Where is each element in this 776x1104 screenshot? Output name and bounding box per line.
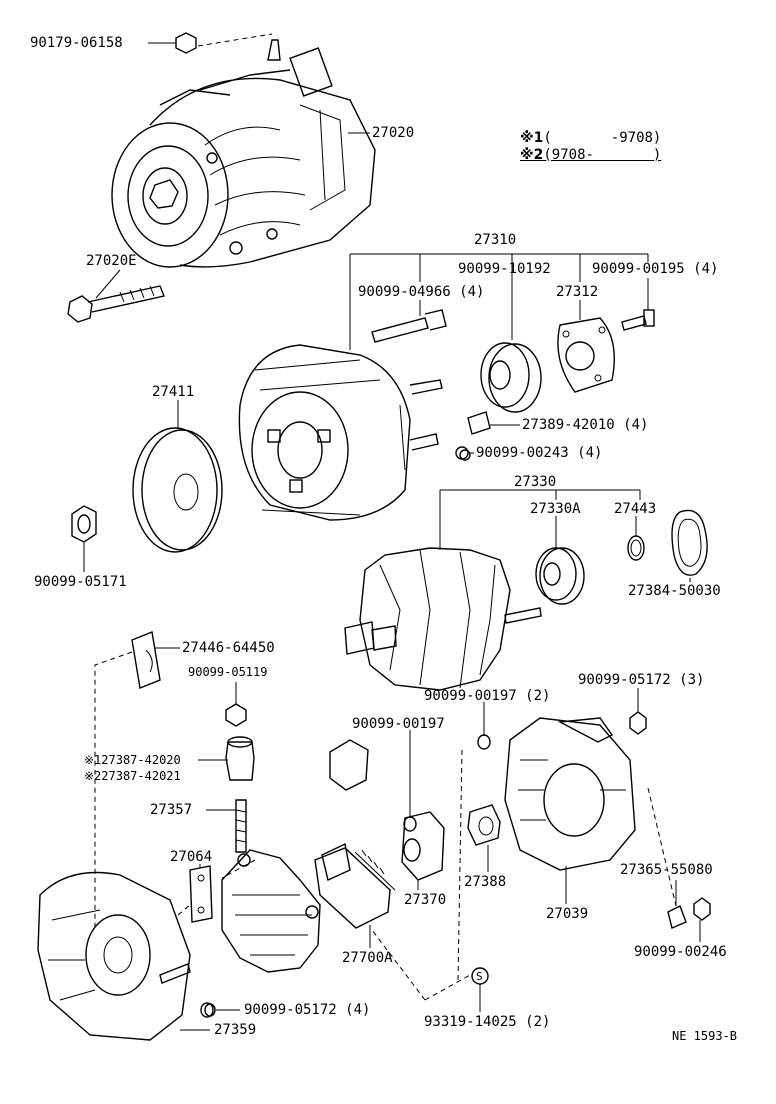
label-90099-05172-3: 90099-05172 (3)	[578, 672, 705, 688]
nut-90099-05119	[225, 703, 247, 727]
leader-lines	[83, 42, 701, 1031]
legend-range-1: ( -9708)	[543, 130, 662, 146]
label-90099-00246: 90099-00246	[634, 944, 727, 960]
rear-cover-27039	[504, 717, 636, 871]
label-27312: 27312	[556, 284, 599, 300]
holder-27387	[225, 736, 255, 781]
legend-range-2: (9708- )	[543, 147, 662, 163]
insulator-27365-55080	[667, 905, 687, 929]
label-27359: 27359	[214, 1022, 257, 1038]
label-27370: 27370	[404, 892, 447, 908]
label-27389-42010: 27389-42010 (4)	[522, 417, 649, 433]
label-27700a: 27700A	[342, 950, 393, 966]
nut-90099-05171	[71, 505, 97, 543]
ring-27443	[627, 535, 645, 561]
label-90099-00195: 90099-00195 (4)	[592, 261, 719, 277]
nut-90099-05172-3	[629, 711, 647, 735]
brush-holder-27700a	[314, 842, 396, 929]
label-27020: 27020	[372, 125, 415, 141]
s-mark-text: S	[476, 970, 483, 983]
rectifier-assembly	[221, 849, 321, 973]
bearing-27330a	[535, 547, 585, 605]
s-mark-circle	[471, 967, 489, 985]
label-27388: 27388	[464, 874, 507, 890]
rotor-27330	[344, 547, 542, 691]
stud-90099-04966	[371, 309, 447, 343]
legend-row-2: ※2(9708- )	[520, 147, 661, 164]
screw-90099-00243	[455, 446, 471, 461]
screw-90099-00197	[403, 734, 491, 832]
legend-mark-2: ※2	[520, 147, 544, 163]
label-27387-42021: ※227387-42021	[84, 769, 181, 783]
label-27310: 27310	[474, 232, 517, 248]
drive-end-frame-27310	[238, 344, 443, 521]
label-27387-42020: ※127387-42020	[84, 753, 181, 767]
pulley-27411	[132, 427, 223, 553]
label-90099-05171: 90099-05171	[34, 574, 127, 590]
regulator-cap	[329, 739, 369, 791]
bolt-27020e	[67, 285, 165, 323]
label-90099-10192: 90099-10192	[458, 261, 551, 277]
bearing-90099-10192	[480, 342, 542, 413]
label-27365-55080: 27365-55080	[620, 862, 713, 878]
legend-mark-1: ※1	[520, 130, 544, 146]
screw-90099-05172-4	[200, 1002, 216, 1018]
nut-90099-00246	[693, 897, 711, 921]
label-27039: 27039	[546, 906, 589, 922]
plate-27064	[189, 865, 213, 923]
label-90099-05119: 90099-05119	[188, 665, 268, 679]
label-27064: 27064	[170, 849, 213, 865]
label-93319-14025: 93319-14025 (2)	[424, 1014, 551, 1030]
label-90099-00197-2: 90099-00197 (2)	[424, 688, 551, 704]
legend-row-1: ※1( -9708)	[520, 130, 661, 147]
nut-90179-06158	[175, 32, 273, 54]
screw-90099-00195	[621, 309, 655, 331]
insulator-27384-50030	[671, 509, 708, 576]
regulator-27370	[401, 811, 445, 881]
cover-27446-64450	[131, 631, 161, 689]
label-27020e: 27020E	[86, 253, 137, 269]
variant-legend: ※1( -9708) ※2(9708- )	[520, 130, 661, 164]
bolt-27357	[235, 799, 247, 853]
label-27384-50030: 27384-50030	[628, 583, 721, 599]
label-90099-00243: 90099-00243 (4)	[476, 445, 603, 461]
label-27411: 27411	[152, 384, 195, 400]
label-90099-05172-4: 90099-05172 (4)	[244, 1002, 371, 1018]
rear-end-frame-27359	[37, 871, 191, 1041]
label-27443: 27443	[614, 501, 657, 517]
label-27357: 27357	[150, 802, 193, 818]
label-27330: 27330	[514, 474, 557, 490]
label-90099-04966: 90099-04966 (4)	[358, 284, 485, 300]
label-27446-64450: 27446-64450	[182, 640, 275, 656]
insulator-27388	[467, 804, 501, 846]
spacer-27389-42010	[467, 411, 491, 435]
label-27330a: 27330A	[530, 501, 581, 517]
alternator-assembly	[111, 39, 376, 268]
label-90099-00197: 90099-00197	[352, 716, 445, 732]
retainer-plate-27312	[557, 317, 615, 393]
figure-code: NE 1593-B	[672, 1029, 738, 1043]
label-90179-06158: 90179-06158	[30, 35, 123, 51]
